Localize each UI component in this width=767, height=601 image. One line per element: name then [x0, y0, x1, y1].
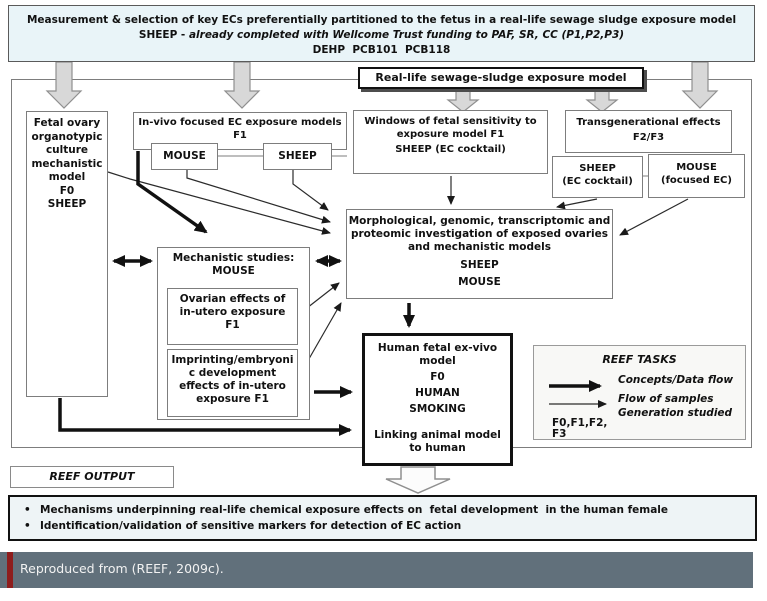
human-smoking: SMOKING — [409, 403, 466, 415]
fetal-ovary-species: SHEEP — [47, 198, 87, 210]
windows-subject: SHEEP (EC cocktail) — [395, 144, 506, 155]
legend-concepts-label: Concepts/Data flow — [618, 374, 734, 386]
transgen-sheep-box: SHEEP (EC cocktail) — [552, 156, 643, 198]
legend-generations-line1: F0,F1,F2, — [552, 417, 608, 429]
invivo-sheep-box: SHEEP — [263, 143, 332, 170]
transgen-mouse-species: MOUSE — [676, 162, 717, 173]
fetal-ovary-line: culture — [45, 144, 89, 156]
morph-species-sheep: SHEEP — [460, 259, 499, 271]
figure-caption: Reproduced from (REEF, 2009c). — [20, 561, 224, 576]
caption-accent-strip — [7, 552, 13, 588]
title-line-3-chemicals: DEHP PCB101 PCB118 — [312, 44, 451, 56]
title-line-2: SHEEP - already completed with Wellcome … — [138, 29, 625, 41]
transgen-mouse-box: MOUSE (focused EC) — [648, 154, 745, 198]
caption-bar: Reproduced from (REEF, 2009c). — [0, 552, 753, 588]
output-bullet-1: Mechanisms underpinning real-life chemic… — [18, 502, 747, 518]
human-title: Human fetal ex-vivo model — [377, 342, 498, 367]
invivo-mouse-box: MOUSE — [151, 143, 218, 170]
windows-title: Windows of fetal sensitivity to exposure… — [364, 116, 537, 140]
legend-title: REEF TASKS — [602, 353, 677, 366]
fetal-ovary-box: Fetal ovary organotypic culture mechanis… — [26, 111, 108, 397]
morphological-investigation-box: Morphological, genomic, transcriptomic a… — [346, 209, 613, 299]
hollow-arrow-to-output — [385, 466, 451, 494]
transgen-generation: F2/F3 — [632, 132, 665, 143]
fetal-ovary-line: Fetal ovary — [33, 117, 101, 129]
output-bullet-list: Mechanisms underpinning real-life chemic… — [18, 502, 747, 534]
mechanistic-subject: MOUSE — [212, 265, 255, 277]
transgen-mouse-detail: (focused EC) — [661, 175, 732, 186]
legend-generations-line2: F3 — [552, 428, 567, 440]
fetal-ovary-line: model — [48, 171, 86, 183]
transgen-sheep-species: SHEEP — [579, 163, 616, 174]
windows-sensitivity-box: Windows of fetal sensitivity to exposure… — [353, 110, 548, 174]
transgen-sheep-detail: (EC cocktail) — [562, 176, 633, 187]
reef-output-box: Mechanisms underpinning real-life chemic… — [8, 495, 757, 541]
human-generation: F0 — [430, 371, 445, 383]
reef-tasks-legend: REEF TASKS Concepts/Data flow Flow of sa… — [533, 345, 746, 440]
transgen-title: Transgenerational effects — [576, 117, 721, 128]
morph-species-mouse: MOUSE — [458, 276, 501, 288]
exposure-model-banner: Real-life sewage-sludge exposure model — [358, 67, 644, 89]
invivo-generation: F1 — [233, 130, 247, 141]
study-title-banner: Measurement & selection of key ECs prefe… — [8, 5, 755, 62]
legend-generations-list: F0,F1,F2, F3 — [552, 418, 607, 440]
morph-title: Morphological, genomic, transcriptomic a… — [348, 215, 611, 253]
invivo-title: In-vivo focused EC exposure models — [138, 117, 342, 128]
human-fetal-exvivo-box: Human fetal ex-vivo model F0 HUMAN SMOKI… — [362, 333, 513, 466]
human-subject: HUMAN — [415, 387, 460, 399]
ovarian-effects-box: Ovarian effects of in-utero exposure F1 — [167, 288, 298, 345]
imprinting-effects-box: Imprinting/embryonic development effects… — [167, 349, 298, 417]
transgenerational-box: Transgenerational effects F2/F3 — [565, 110, 732, 153]
title-line-1: Measurement & selection of key ECs prefe… — [26, 14, 737, 26]
output-bullet-2: Identification/validation of sensitive m… — [18, 518, 747, 534]
reef-output-label-box: REEF OUTPUT — [10, 466, 174, 488]
fetal-ovary-generation: F0 — [59, 184, 75, 197]
fetal-ovary-line: organotypic — [31, 130, 103, 143]
mechanistic-title: Mechanistic studies: — [172, 252, 295, 264]
legend-samples-label: Flow of samples — [618, 393, 714, 405]
legend-generation-label: Generation studied — [618, 407, 733, 419]
human-linking-note: Linking animal model to human — [374, 429, 501, 454]
fetal-ovary-line: mechanistic — [31, 157, 103, 170]
